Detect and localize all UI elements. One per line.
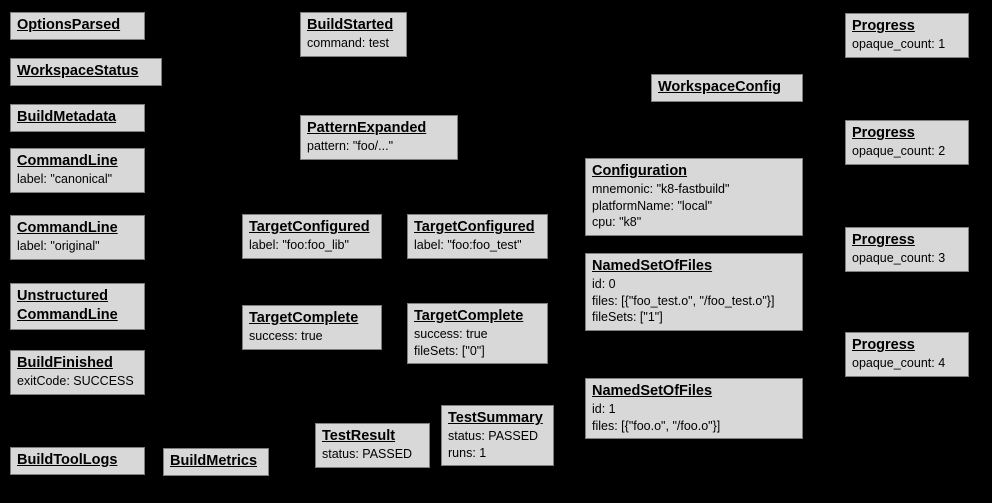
event-attribute: id: 1	[592, 402, 616, 416]
event-attribute: label: "canonical"	[17, 172, 113, 186]
event-box-progress-2: Progress opaque_count: 2	[845, 120, 969, 165]
event-attribute: platformName: "local"	[592, 198, 713, 213]
event-box-progress-3: Progress opaque_count: 3	[845, 227, 969, 272]
event-box-target-complete-foo-test: TargetComplete success: true fileSets: […	[407, 303, 548, 364]
event-box-workspace-status: WorkspaceStatus	[10, 58, 162, 86]
event-box-commandline-original: CommandLine label: "original"	[10, 215, 145, 260]
event-title: Configuration	[592, 163, 688, 179]
event-title: PatternExpanded	[307, 120, 427, 136]
event-attribute: command: test	[307, 36, 389, 50]
event-title: BuildToolLogs	[17, 452, 118, 468]
event-attribute: opaque_count: 3	[852, 251, 946, 265]
event-title: WorkspaceConfig	[658, 79, 782, 95]
event-title: TargetConfigured	[414, 219, 535, 235]
event-title: Progress	[852, 125, 915, 141]
event-title: TestResult	[322, 428, 396, 444]
event-box-build-metrics: BuildMetrics	[163, 448, 269, 476]
event-box-options-parsed: OptionsParsed	[10, 12, 145, 40]
event-title: TargetComplete	[249, 310, 359, 326]
event-title: Progress	[852, 18, 915, 34]
event-box-unstructured-commandline: Unstructured CommandLine	[10, 283, 145, 330]
event-title: BuildMetadata	[17, 109, 117, 125]
event-attribute: fileSets: ["0"]	[414, 343, 485, 358]
event-attribute: success: true	[249, 329, 323, 343]
event-title: BuildStarted	[307, 17, 394, 33]
event-attribute: files: [{"foo.o", "/foo.o"}]	[592, 418, 721, 433]
event-box-target-configured-foo-test: TargetConfigured label: "foo:foo_test"	[407, 214, 548, 259]
event-title: CommandLine	[17, 220, 118, 236]
event-attribute: runs: 1	[448, 445, 487, 460]
event-title: Progress	[852, 232, 915, 248]
event-attribute: label: "foo:foo_lib"	[249, 238, 349, 252]
event-box-commandline-canonical: CommandLine label: "canonical"	[10, 148, 145, 193]
event-box-build-metadata: BuildMetadata	[10, 104, 145, 132]
event-title: Progress	[852, 337, 915, 353]
event-box-progress-1: Progress opaque_count: 1	[845, 13, 969, 58]
event-box-configuration: Configuration mnemonic: "k8-fastbuild" p…	[585, 158, 803, 236]
event-box-build-started: BuildStarted command: test	[300, 12, 407, 57]
event-title: OptionsParsed	[17, 17, 121, 33]
event-title: Unstructured CommandLine	[17, 288, 118, 323]
event-box-named-set-of-files-1: NamedSetOfFiles id: 1 files: [{"foo.o", …	[585, 378, 803, 439]
event-attribute: success: true	[414, 327, 488, 341]
event-title: NamedSetOfFiles	[592, 383, 713, 399]
event-box-test-summary: TestSummary status: PASSED runs: 1	[441, 405, 554, 466]
event-attribute: mnemonic: "k8-fastbuild"	[592, 182, 730, 196]
event-box-build-tool-logs: BuildToolLogs	[10, 447, 145, 475]
event-box-target-complete-foo-lib: TargetComplete success: true	[242, 305, 382, 350]
event-title: WorkspaceStatus	[17, 63, 139, 79]
event-attribute: opaque_count: 4	[852, 356, 946, 370]
event-attribute: status: PASSED	[448, 429, 539, 443]
event-attribute: cpu: "k8"	[592, 215, 642, 229]
event-title: TestSummary	[448, 410, 543, 426]
event-attribute: files: [{"foo_test.o", "/foo_test.o"}]	[592, 293, 775, 308]
event-title: TargetConfigured	[249, 219, 370, 235]
event-attribute: label: "foo:foo_test"	[414, 238, 522, 252]
event-attribute: opaque_count: 2	[852, 144, 946, 158]
event-attribute: opaque_count: 1	[852, 37, 946, 51]
event-attribute: label: "original"	[17, 239, 100, 253]
event-box-named-set-of-files-0: NamedSetOfFiles id: 0 files: [{"foo_test…	[585, 253, 803, 331]
event-title: CommandLine	[17, 153, 118, 169]
event-attribute: id: 0	[592, 277, 616, 291]
event-box-workspace-config: WorkspaceConfig	[651, 74, 803, 102]
event-box-test-result: TestResult status: PASSED	[315, 423, 430, 468]
event-box-pattern-expanded: PatternExpanded pattern: "foo/..."	[300, 115, 458, 160]
event-attribute: exitCode: SUCCESS	[17, 374, 134, 388]
event-title: BuildMetrics	[170, 453, 258, 469]
event-box-progress-4: Progress opaque_count: 4	[845, 332, 969, 377]
event-title: TargetComplete	[414, 308, 524, 324]
event-box-target-configured-foo-lib: TargetConfigured label: "foo:foo_lib"	[242, 214, 382, 259]
event-title: NamedSetOfFiles	[592, 258, 713, 274]
event-attribute: status: PASSED	[322, 447, 413, 461]
event-title: BuildFinished	[17, 355, 113, 371]
event-box-build-finished: BuildFinished exitCode: SUCCESS	[10, 350, 145, 395]
event-attribute: pattern: "foo/..."	[307, 139, 394, 153]
event-attribute: fileSets: ["1"]	[592, 310, 663, 324]
